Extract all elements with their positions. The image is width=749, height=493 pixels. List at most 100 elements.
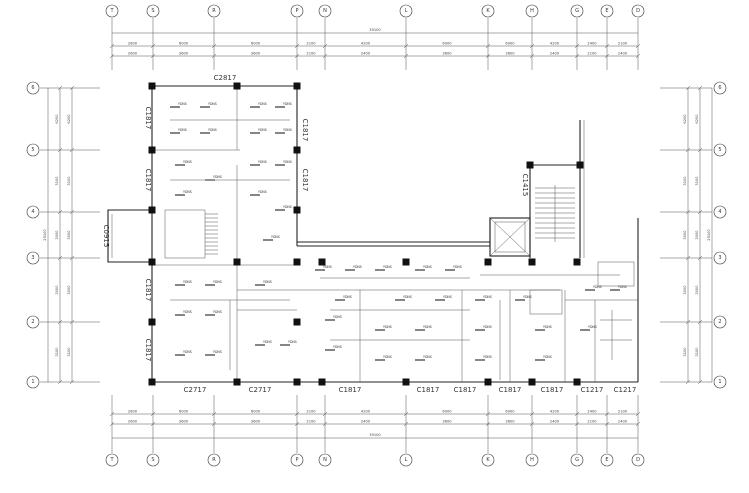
column <box>293 378 301 386</box>
light-fixture-label: YDNS <box>543 325 552 329</box>
light-fixture-label: YDNS <box>258 102 267 106</box>
light-fixture-label: YDNS <box>271 235 280 239</box>
column <box>293 82 301 90</box>
dim-left-2-value: 6200 <box>67 114 71 124</box>
axis-label-right: 2 <box>718 319 721 325</box>
light-fixture-label: YDNS <box>213 280 222 284</box>
dim-bottom-2-tick <box>403 421 409 427</box>
light-fixture-label: YDNS <box>258 160 267 164</box>
column <box>528 258 536 266</box>
window-label-top: C2817 <box>214 74 237 82</box>
window-label-stair-right: C1415 <box>521 174 529 197</box>
window-label-stair-left: C0915 <box>102 225 110 248</box>
dim-top-2-tick <box>529 53 535 59</box>
axis-bubble-left <box>26 251 40 265</box>
dim-top-1-value: 6000 <box>179 42 189 46</box>
column <box>293 206 301 214</box>
column <box>148 318 156 326</box>
dim-left-value: 3100 <box>55 347 59 357</box>
structural-columns <box>148 82 584 386</box>
dim-top-1-value: 2100 <box>306 42 316 46</box>
dim-bottom-1-tick <box>150 411 156 417</box>
dim-top-1-value: 2400 <box>587 42 597 46</box>
dim-bottom-2-value: 3600 <box>442 420 452 424</box>
dim-top-1-tick <box>635 43 641 49</box>
axis-label-top: L <box>405 8 408 14</box>
dim-bottom-2-value: 2600 <box>128 420 138 424</box>
window-label-left: C1817 <box>144 169 152 192</box>
dim-top-2-value: 2600 <box>128 52 138 56</box>
dim-top-overall: 39100 <box>369 28 381 32</box>
axis-bubble-top <box>481 4 495 18</box>
axis-bubble-top <box>318 4 332 18</box>
column <box>148 206 156 214</box>
dim-left-2-value: 3100 <box>67 347 71 357</box>
dim-left-2-tick <box>69 379 75 385</box>
column <box>528 378 536 386</box>
dim-bottom-2-value: 3600 <box>251 420 261 424</box>
dim-bottom-1-value: 6000 <box>505 410 515 414</box>
dim-right-tick <box>697 319 703 325</box>
axis-label-left: 3 <box>31 255 34 261</box>
dim-right-overall: 25100 <box>707 229 711 241</box>
dim-top-1-value: 2800 <box>128 42 138 46</box>
dim-top-2-value: 2100 <box>587 52 597 56</box>
light-fixture-label: YDNS <box>283 128 292 132</box>
axis-bubble-right <box>713 81 727 95</box>
axis-label-bottom: T <box>109 457 114 463</box>
dim-top-1-value: 6000 <box>251 42 261 46</box>
dim-top-1-value: 4200 <box>550 42 560 46</box>
dim-bottom-1-tick <box>109 411 115 417</box>
light-fixture-label: YDNS <box>183 350 192 354</box>
dim-right-tick <box>697 255 703 261</box>
axis-bubble-bottom <box>481 453 495 467</box>
axis-label-bottom: P <box>295 457 298 463</box>
dim-left-2-tick <box>69 255 75 261</box>
axis-label-top: N <box>323 8 327 14</box>
axis-bubble-top <box>631 4 645 18</box>
dim-top-2-tick <box>604 53 610 59</box>
dim-left-tick <box>57 209 63 215</box>
dim-bottom-2-tick <box>322 421 328 427</box>
axis-label-bottom: S <box>151 457 154 463</box>
dim-left-tick <box>57 255 63 261</box>
dim-bottom-1-value: 6000 <box>251 410 261 414</box>
dim-bottom-2-tick <box>604 421 610 427</box>
light-fixture-label: YDNS <box>283 102 292 106</box>
dim-left-value: 3000 <box>55 285 59 295</box>
axis-bubble-top <box>570 4 584 18</box>
axis-bubble-top <box>105 4 119 18</box>
dim-bottom-1-value: 2400 <box>587 410 597 414</box>
light-fixture-label: YDNS <box>403 295 412 299</box>
axis-bubble-left <box>26 143 40 157</box>
window-label-bottom: C1817 <box>499 386 522 394</box>
dim-left-value: 6200 <box>55 114 59 124</box>
column <box>402 378 410 386</box>
dim-top-2-value: 3600 <box>442 52 452 56</box>
axis-label-left: 2 <box>31 319 34 325</box>
dim-top-2-tick <box>109 53 115 59</box>
axis-bubble-bottom <box>146 453 160 467</box>
dim-right-2-value: 3100 <box>683 176 687 186</box>
light-fixture-label: YDNS <box>483 325 492 329</box>
light-fixture-label: YDNS <box>543 355 552 359</box>
dim-left-2-value: 3000 <box>67 285 71 295</box>
dim-right-tick <box>697 147 703 153</box>
dim-bottom-2-tick <box>485 421 491 427</box>
dim-top-2-value: 2400 <box>361 52 371 56</box>
column <box>293 318 301 326</box>
dim-right-2-value: 3000 <box>683 230 687 240</box>
dim-right-tick <box>697 379 703 385</box>
axis-label-bottom: G <box>575 457 579 463</box>
dim-bottom-2-value: 2100 <box>306 420 316 424</box>
dim-left-2-tick <box>69 85 75 91</box>
window-label-mid: C1817 <box>301 169 309 192</box>
axis-label-right: 1 <box>718 379 721 385</box>
dim-left-2-tick <box>69 209 75 215</box>
dim-bottom-2-value: 2400 <box>550 420 560 424</box>
dim-bottom-1-tick <box>604 411 610 417</box>
column <box>318 258 326 266</box>
dim-top-1-tick <box>604 43 610 49</box>
dim-bottom-overall: 39100 <box>369 433 381 437</box>
